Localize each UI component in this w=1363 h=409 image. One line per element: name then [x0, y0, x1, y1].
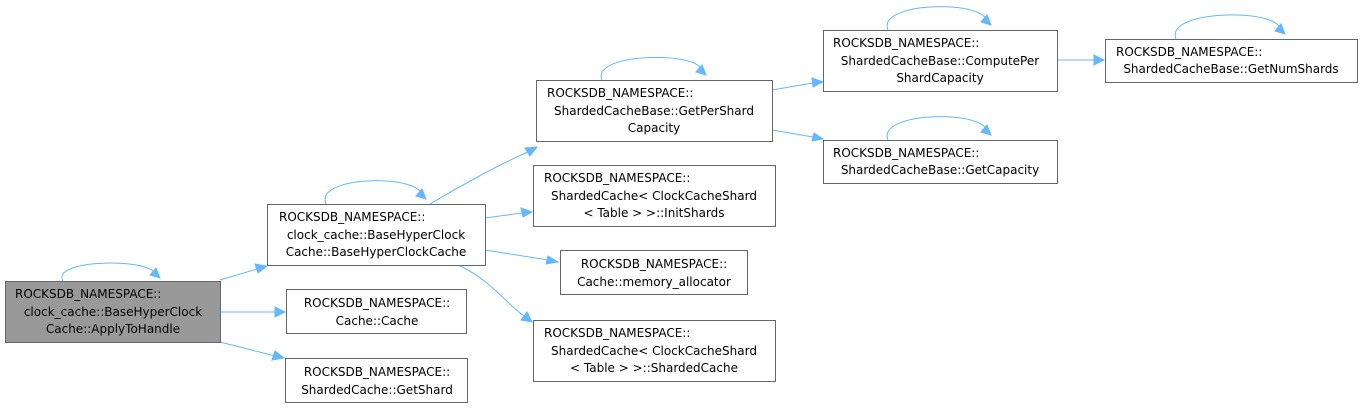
node-shardedcache-line-0: ROCKSDB_NAMESPACE:: [544, 326, 690, 340]
arrow-getpershard-self [695, 64, 707, 76]
node-getcapacity-line-0: ROCKSDB_NAMESPACE:: [833, 146, 979, 160]
arrow-basehyper-self [415, 188, 427, 200]
node-computeper[interactable]: ROCKSDB_NAMESPACE:: ShardedCacheBase::Co… [823, 30, 1058, 92]
arrow-basehyper-initshards [520, 207, 534, 218]
arrow-computeper-self [980, 14, 992, 26]
edge-root-getshard [219, 341, 276, 357]
edge-basehyper-getpershard [429, 151, 529, 205]
node-cache-ctor-line-0: ROCKSDB_NAMESPACE:: [304, 296, 450, 310]
node-getnumshards[interactable]: ROCKSDB_NAMESPACE:: ShardedCacheBase::Ge… [1105, 39, 1358, 83]
node-cache-ctor-line-1: Cache::Cache [336, 314, 419, 328]
edge-root-self [61, 262, 156, 282]
node-cache-ctor[interactable]: ROCKSDB_NAMESPACE:: Cache::Cache [286, 289, 467, 334]
edge-layer [61, 6, 1286, 361]
arrow-basehyper-memalloc [545, 255, 560, 265]
arrow-root-self [149, 267, 161, 279]
arrow-getpershard-computeper [811, 77, 825, 88]
node-getnumshards-line-0: ROCKSDB_NAMESPACE:: [1116, 45, 1262, 59]
node-initshards[interactable]: ROCKSDB_NAMESPACE:: ShardedCache< ClockC… [533, 165, 776, 227]
edge-getpershard-computeper [771, 82, 814, 91]
node-computeper-line-2: ShardCapacity [896, 71, 983, 85]
node-shardedcache[interactable]: ROCKSDB_NAMESPACE:: ShardedCache< ClockC… [533, 320, 776, 382]
node-getcapacity[interactable]: ROCKSDB_NAMESPACE:: ShardedCacheBase::Ge… [823, 140, 1058, 184]
node-initshards-line-2: < Table > >::InitShards [583, 206, 724, 220]
node-memalloc-line-1: Cache::memory_allocator [577, 275, 731, 289]
node-memalloc-line-0: ROCKSDB_NAMESPACE:: [581, 257, 727, 271]
edge-computeper-self [886, 6, 987, 31]
node-layer: ROCKSDB_NAMESPACE:: clock_cache::BaseHyp… [5, 30, 1358, 403]
node-computeper-line-0: ROCKSDB_NAMESPACE:: [833, 36, 979, 50]
node-getshard-line-1: ShardedCache::GetShard [301, 383, 453, 397]
arrow-root-basehyper [254, 263, 269, 274]
node-getshard[interactable]: ROCKSDB_NAMESPACE:: ShardedCache::GetSha… [285, 358, 468, 403]
arrow-basehyper-shardedcache [520, 311, 533, 323]
arrow-computeper-getnumshards [1093, 54, 1106, 66]
node-getnumshards-line-1: ShardedCacheBase::GetNumShards [1123, 62, 1338, 76]
node-root[interactable]: ROCKSDB_NAMESPACE:: clock_cache::BaseHyp… [5, 281, 221, 343]
node-getpershard-line-2: Capacity [628, 121, 680, 135]
edge-basehyper-shardedcache [459, 265, 525, 317]
node-root-line-0: ROCKSDB_NAMESPACE:: [15, 287, 161, 301]
edge-basehyper-memalloc [484, 249, 549, 261]
node-getshard-line-0: ROCKSDB_NAMESPACE:: [304, 365, 450, 379]
node-root-line-2: Cache::ApplyToHandle [46, 322, 180, 336]
arrow-getcapacity-self [980, 124, 992, 136]
edge-basehyper-self [324, 180, 422, 205]
node-shardedcache-line-1: ShardedCache< ClockCacheShard [551, 344, 757, 358]
edge-root-basehyper [219, 268, 258, 281]
arrow-getnumshards-self [1274, 23, 1286, 35]
node-basehyper[interactable]: ROCKSDB_NAMESPACE:: clock_cache::BaseHyp… [267, 204, 486, 266]
node-shardedcache-line-2: < Table > >::ShardedCache [570, 361, 738, 375]
node-getpershard-line-1: ShardedCacheBase::GetPerShard [554, 104, 754, 118]
node-initshards-line-1: ShardedCache< ClockCacheShard [551, 189, 757, 203]
node-basehyper-line-0: ROCKSDB_NAMESPACE:: [279, 210, 425, 224]
edge-getpershard-getcapacity [771, 129, 814, 138]
node-computeper-line-1: ShardedCacheBase::ComputePer [841, 54, 1039, 68]
arrow-getpershard-getcapacity [811, 132, 825, 142]
node-root-line-1: clock_cache::BaseHyperClock [24, 305, 202, 319]
node-memalloc[interactable]: ROCKSDB_NAMESPACE:: Cache::memory_alloca… [560, 250, 748, 295]
edge-getnumshards-self [1174, 14, 1281, 40]
node-getpershard-line-0: ROCKSDB_NAMESPACE:: [547, 86, 693, 100]
node-initshards-line-0: ROCKSDB_NAMESPACE:: [544, 171, 690, 185]
node-basehyper-line-1: clock_cache::BaseHyperClock [287, 228, 465, 242]
edge-getpershard-self [600, 57, 702, 81]
node-basehyper-line-2: Cache::BaseHyperClockCache [286, 245, 467, 259]
edge-getcapacity-self [886, 116, 987, 141]
arrow-root-getshard [271, 350, 286, 361]
edge-basehyper-initshards [484, 212, 523, 219]
node-getpershard[interactable]: ROCKSDB_NAMESPACE:: ShardedCacheBase::Ge… [536, 80, 773, 142]
arrow-basehyper-getpershard [524, 146, 539, 157]
arrow-root-cachector [274, 306, 287, 318]
node-getcapacity-line-1: ShardedCacheBase::GetCapacity [841, 163, 1039, 177]
